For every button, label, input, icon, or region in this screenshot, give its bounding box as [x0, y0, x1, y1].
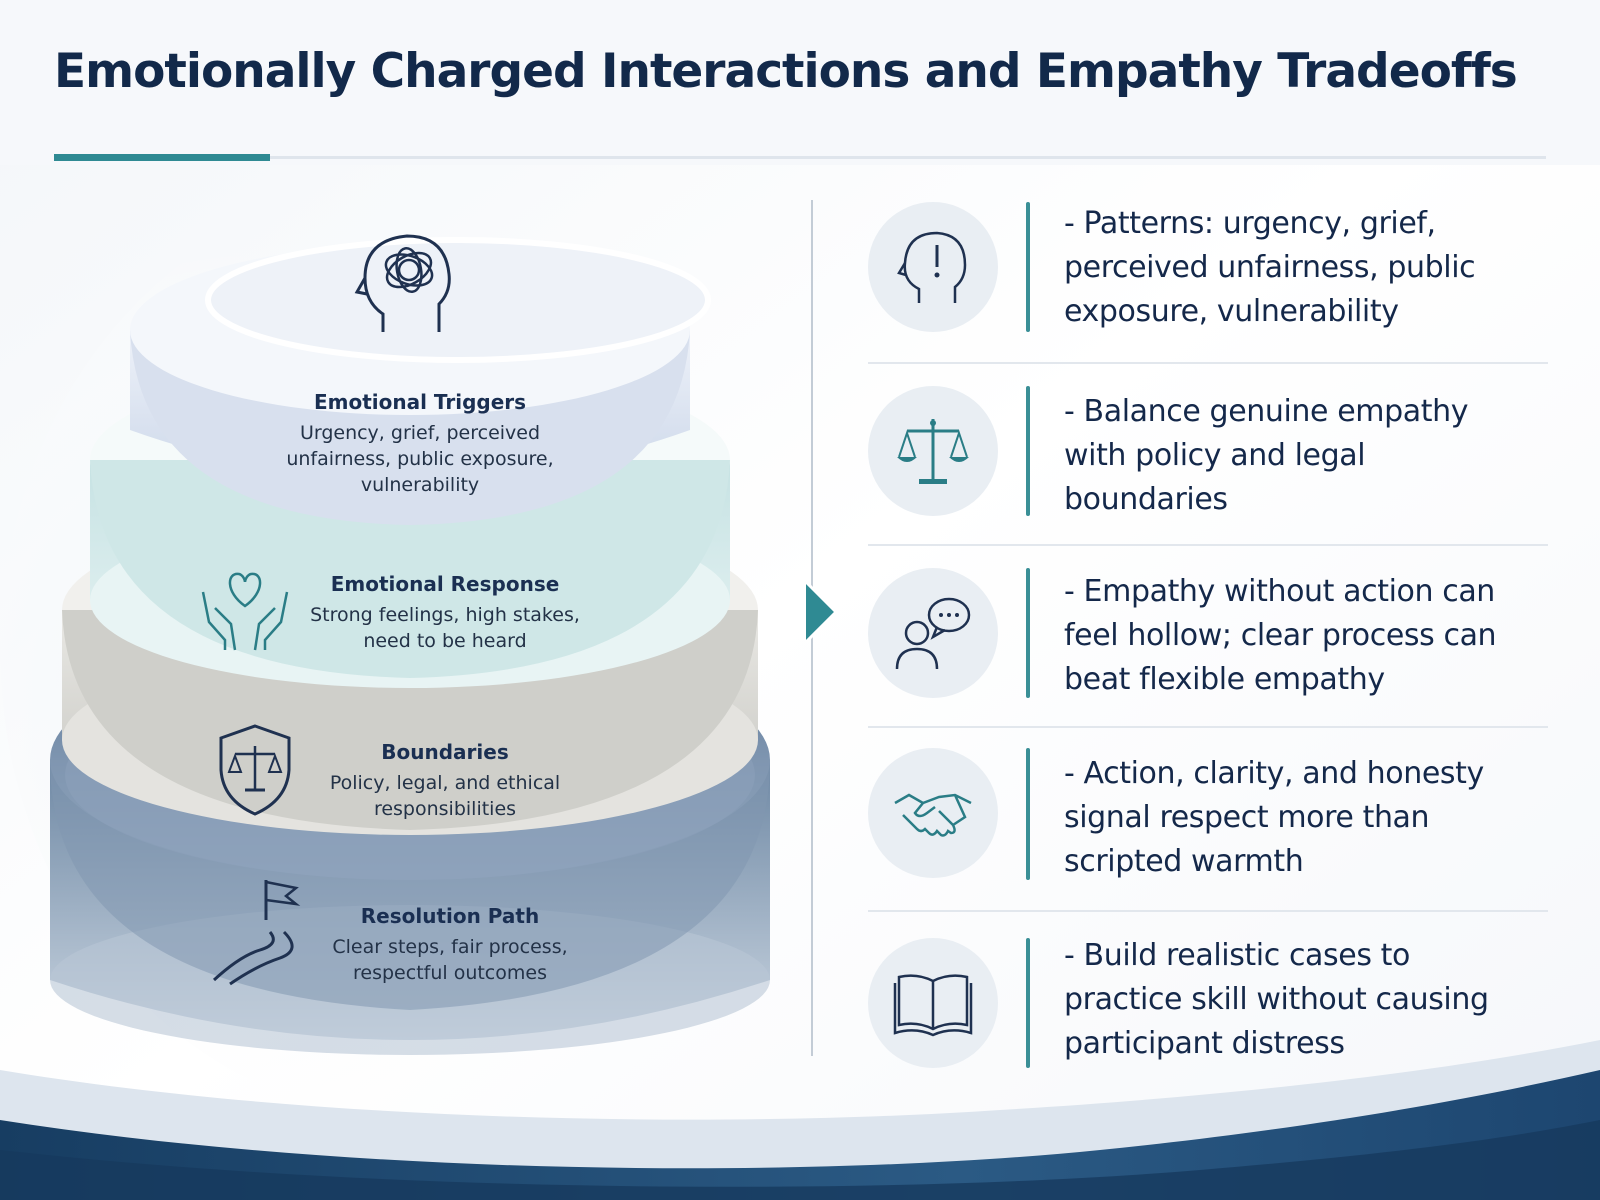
layer-boundaries-description: Policy, legal, and ethical responsibilit…	[329, 772, 561, 820]
flag-path-icon	[212, 880, 301, 986]
head-alert-icon	[897, 231, 967, 303]
item-icon-badge	[868, 568, 998, 698]
layer-triggers-title: Emotional Triggers	[313, 390, 527, 414]
item-icon-badge	[868, 748, 998, 878]
layer-triggers-description: Urgency, grief, perceived unfairness, pu…	[286, 422, 554, 496]
person-speech-icon	[895, 597, 971, 670]
item-accent-bar	[1026, 748, 1030, 880]
list-item: - Patterns: urgency, grief, perceived un…	[868, 180, 1548, 364]
item-icon-badge	[868, 386, 998, 516]
page-title: Emotionally Charged Interactions and Emp…	[54, 44, 1518, 99]
chevron-right-icon	[804, 580, 839, 644]
layer-stack-diagram	[50, 237, 770, 1055]
layer-response-title: Emotional Response	[330, 572, 560, 596]
list-item: - Action, clarity, and honesty signal re…	[868, 728, 1548, 912]
layer-triggers-shape	[130, 237, 711, 525]
layer-response: Emotional Response Strong feelings, high…	[310, 572, 580, 654]
list-item: - Build realistic cases to practice skil…	[868, 912, 1548, 1082]
item-text: - Balance genuine empathy with policy an…	[1064, 394, 1469, 517]
item-accent-bar	[1026, 202, 1030, 332]
item-text: - Action, clarity, and honesty signal re…	[1064, 756, 1484, 879]
list-item: - Empathy without action can feel hollow…	[868, 546, 1548, 728]
head-tangle-icon	[354, 234, 451, 332]
item-text: - Empathy without action can feel hollow…	[1064, 574, 1497, 697]
layer-resolution-title: Resolution Path	[360, 904, 540, 928]
item-icon-badge	[868, 938, 998, 1068]
item-accent-bar	[1026, 568, 1030, 698]
layer-triggers: Emotional Triggers Urgency, grief, perce…	[270, 390, 570, 498]
item-text: - Build realistic cases to practice skil…	[1064, 938, 1489, 1061]
handshake-icon	[894, 793, 972, 837]
item-accent-bar	[1026, 386, 1030, 516]
layer-boundaries: Boundaries Policy, legal, and ethical re…	[320, 740, 570, 822]
layer-resolution: Resolution Path Clear steps, fair proces…	[330, 904, 570, 986]
item-text: - Patterns: urgency, grief, perceived un…	[1064, 206, 1476, 329]
layer-boundaries-title: Boundaries	[381, 740, 509, 764]
title-accent-bar	[54, 154, 270, 161]
title-underline	[54, 156, 1546, 159]
heart-hands-icon	[201, 572, 289, 651]
scales-icon	[897, 419, 969, 484]
shield-scales-icon	[219, 724, 291, 816]
item-accent-bar	[1026, 938, 1030, 1068]
open-book-icon	[893, 974, 973, 1037]
layer-resolution-description: Clear steps, fair process, respectful ou…	[332, 936, 568, 984]
item-icon-badge	[868, 202, 998, 332]
layer-response-description: Strong feelings, high stakes, need to be…	[310, 604, 580, 652]
list-item: - Balance genuine empathy with policy an…	[868, 364, 1548, 546]
